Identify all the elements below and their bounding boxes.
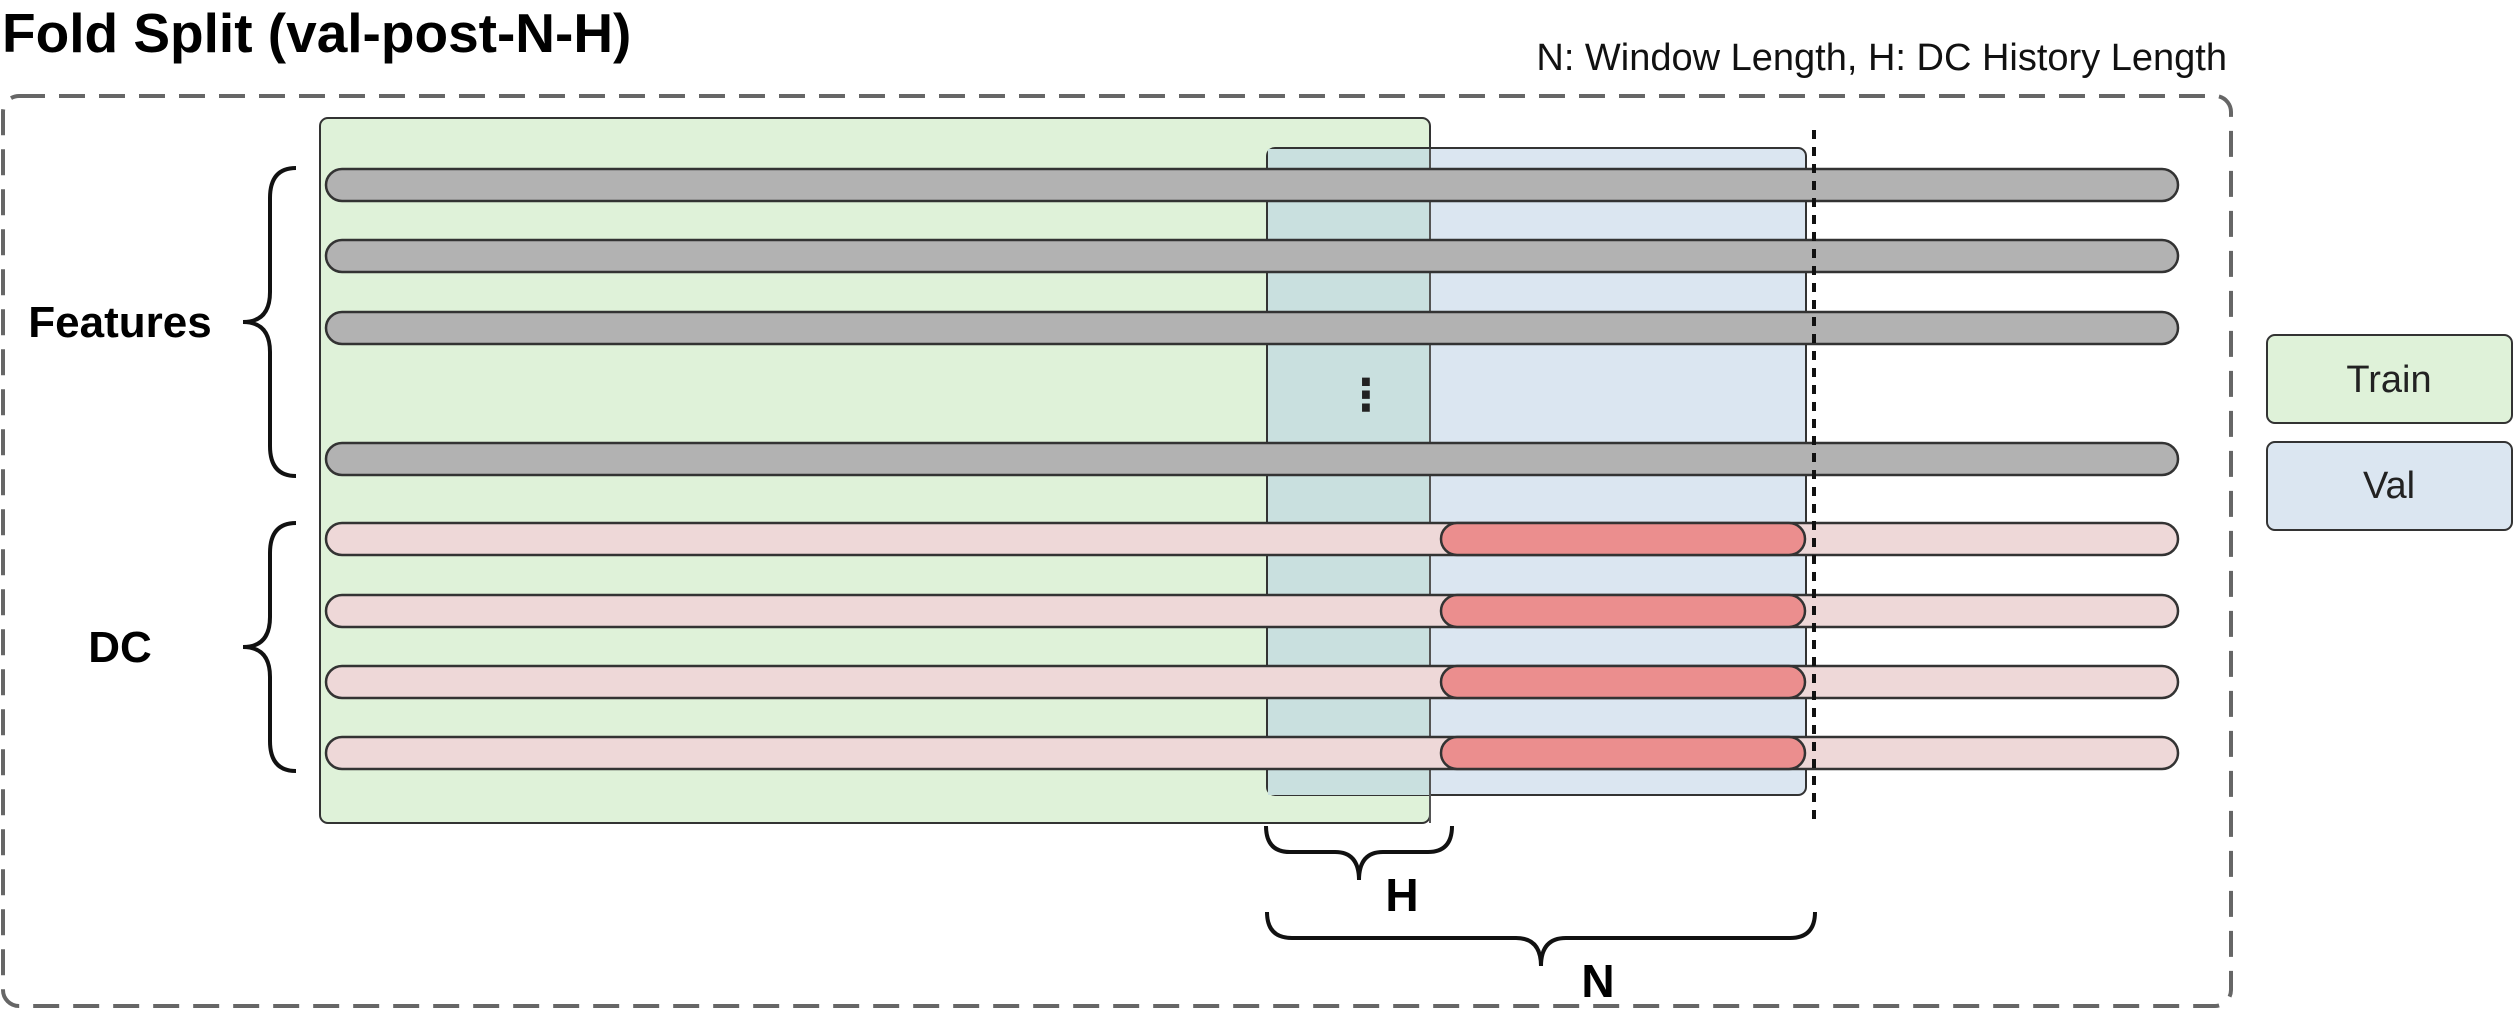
legend-val-box — [2266, 441, 2513, 531]
dc-target-segment — [1439, 735, 1807, 771]
dc-bar — [324, 735, 2180, 771]
dc-bar — [324, 593, 2180, 629]
dc-target-segment — [1439, 593, 1807, 629]
dc-target-segments — [1439, 521, 1807, 771]
n-label: N — [1581, 955, 1614, 1007]
dc-target-segment — [1439, 664, 1807, 700]
dc-label: DC — [88, 623, 152, 672]
feature-bar — [324, 167, 2180, 203]
feature-bars — [324, 167, 2180, 477]
dc-bar — [324, 521, 2180, 557]
feature-bar — [324, 238, 2180, 274]
legend-note: N: Window Length, H: DC History Length — [1536, 37, 2227, 79]
outer-dashed-frame — [1, 94, 2233, 1008]
dc-brace — [242, 521, 297, 773]
legend-train-box — [2266, 334, 2513, 424]
h-brace — [1264, 825, 1454, 881]
feature-bar — [324, 310, 2180, 346]
h-label: H — [1385, 869, 1418, 921]
legend: Train Val — [2266, 334, 2513, 531]
dc-target-segment — [1439, 521, 1807, 557]
feature-bar — [324, 441, 2180, 477]
ellipsis-icon: ⋮ — [1344, 371, 1388, 420]
diagram-title: Fold Split (val-post-N-H) — [2, 2, 631, 64]
n-brace — [1265, 911, 1817, 967]
dc-bar — [324, 664, 2180, 700]
legend-val-label: Val — [2363, 465, 2415, 507]
legend-train-label: Train — [2346, 359, 2431, 401]
features-label: Features — [28, 298, 211, 347]
features-brace — [242, 166, 297, 478]
